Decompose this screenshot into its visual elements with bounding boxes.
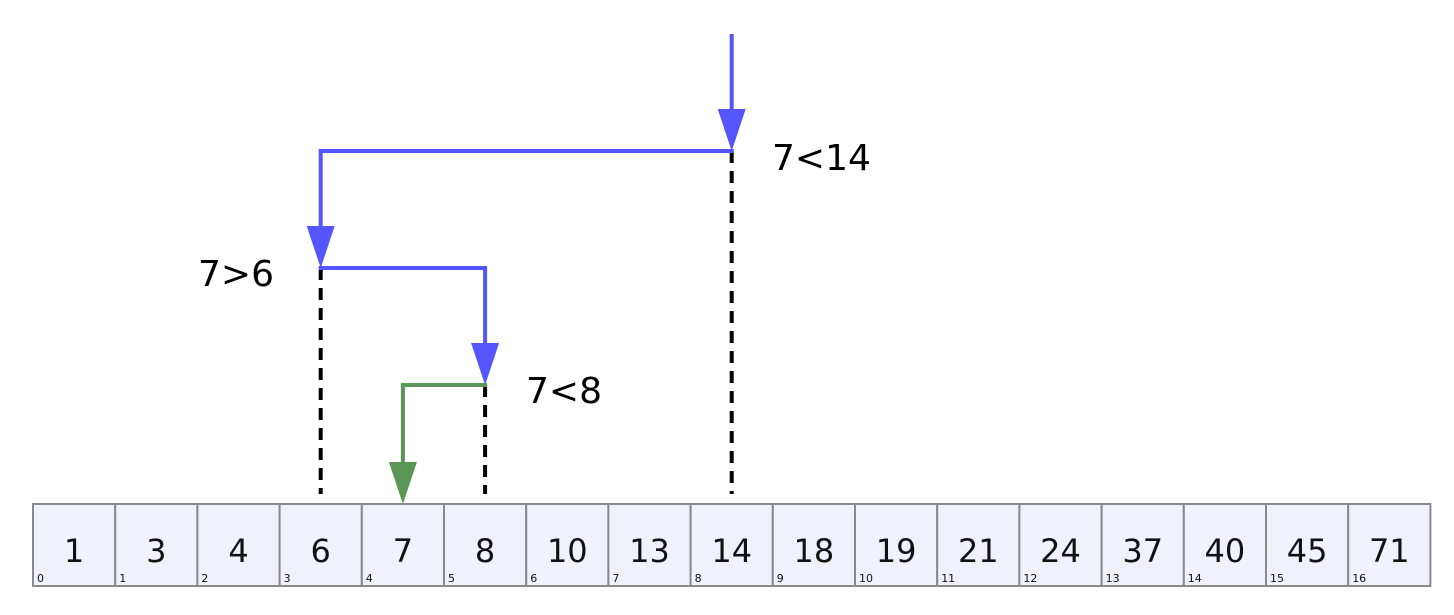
entry-arrow-head (717, 109, 746, 151)
array-cell-value: 45 (1287, 532, 1328, 570)
array-cell-value: 21 (958, 532, 999, 570)
array-cell-box (114, 503, 199, 587)
array-cell-index: 16 (1352, 572, 1366, 585)
array-cell-index: 1 (119, 572, 126, 585)
array-cell: 63 (278, 503, 363, 587)
array-cell-index: 13 (1106, 572, 1120, 585)
array-cell: 13 7 (607, 503, 692, 587)
array-cell-value: 7 (393, 532, 413, 570)
array-cell: 74 (360, 503, 445, 587)
array-cell-value: 13 (629, 532, 670, 570)
array-cell-value: 19 (876, 532, 917, 570)
array-cell-index: 12 (1023, 572, 1037, 585)
array-cell-box (689, 503, 774, 587)
array-cell-index: 2 (201, 572, 208, 585)
array-cell-value: 8 (475, 532, 495, 570)
array-cell-box (196, 503, 281, 587)
array-cell-value: 4 (228, 532, 248, 570)
step-arrow-head (388, 462, 417, 504)
array-cell-box (936, 503, 1021, 587)
sorted-array: 1031426374851061371481891910211124123713… (32, 503, 1432, 587)
array-cell-index: 14 (1188, 572, 1202, 585)
array-cell-index: 6 (530, 572, 537, 585)
comparison-labels: 7<14 7>6 7<8 (198, 138, 871, 412)
array-cell-value: 10 (547, 532, 588, 570)
step-arrow-head (471, 343, 500, 385)
comparison-label-step-2: 7>6 (198, 254, 274, 295)
array-cell: 18 9 (771, 503, 856, 587)
array-cell-box (360, 503, 445, 587)
array-cell-index: 0 (37, 572, 44, 585)
array-cell: 42 (196, 503, 281, 587)
array-cell: 31 (114, 503, 199, 587)
array-cell-index: 10 (859, 572, 873, 585)
array-cell: 14 8 (689, 503, 774, 587)
array-cell-index: 9 (777, 572, 784, 585)
array-cell-value: 24 (1040, 532, 1081, 570)
array-cell-index: 7 (612, 572, 619, 585)
array-cell-value: 18 (794, 532, 835, 570)
array-cell-value: 71 (1369, 532, 1410, 570)
array-cell-index: 4 (366, 572, 373, 585)
array-cell-index: 8 (695, 572, 702, 585)
array-cell-index: 3 (284, 572, 291, 585)
array-cell-box (1018, 503, 1103, 587)
array-cell-box (32, 503, 117, 587)
array-cell-value: 40 (1205, 532, 1246, 570)
search-paths (306, 34, 746, 504)
array-cell-box (854, 503, 939, 587)
array-cell-box (771, 503, 856, 587)
array-cell-value: 37 (1122, 532, 1163, 570)
comparison-label-step-3: 7<8 (526, 371, 602, 412)
array-cell: 10 6 (525, 503, 610, 587)
probe-lines (318, 151, 734, 494)
array-cell-value: 3 (146, 532, 166, 570)
array-cell: 10 (32, 503, 117, 587)
array-cell-index: 15 (1270, 572, 1284, 585)
array-cell: 85 (443, 503, 528, 587)
array-cell-value: 1 (64, 532, 84, 570)
array-cell-box (1347, 503, 1432, 587)
array-cell-index: 11 (941, 572, 955, 585)
step-arrow-head (306, 226, 335, 268)
array-cell-value: 6 (311, 532, 331, 570)
array-cell-value: 14 (711, 532, 752, 570)
array-cell-index: 5 (448, 572, 455, 585)
array-cell-box (607, 503, 692, 587)
comparison-label-step-1: 7<14 (772, 138, 871, 179)
